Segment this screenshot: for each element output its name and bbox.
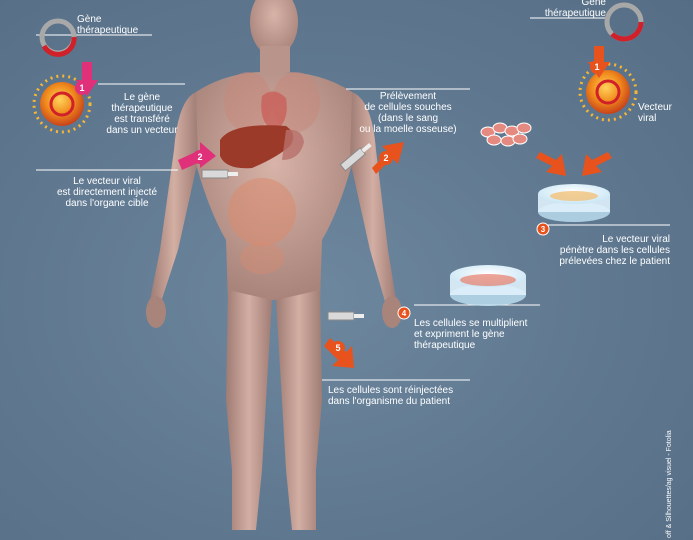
viral-vector-left-icon <box>32 74 92 134</box>
arrow-step3-right-icon <box>582 152 612 176</box>
gene-ring-left-icon <box>39 18 77 57</box>
petri-dish-step4-icon <box>450 265 526 306</box>
gene-label-left: Gène thérapeutique <box>77 14 139 36</box>
badge-step4: 4 <box>397 306 411 320</box>
human-body <box>146 0 402 530</box>
syringe-liver-icon <box>201 169 238 179</box>
stem-cells-icon <box>480 122 532 147</box>
badge-step2-right: 2 <box>379 151 393 165</box>
viral-vector-right-icon <box>578 62 638 122</box>
syringe-reinjection-icon <box>327 311 364 321</box>
svg-text:5: 5 <box>335 343 340 353</box>
syringe-arm-icon <box>339 143 372 172</box>
svg-text:1: 1 <box>594 62 599 72</box>
photo-credit: off & Silhouettes/ag visuel - Fotolia <box>666 430 673 538</box>
gene-label-right: Gène thérapeutique <box>544 0 606 19</box>
svg-text:4: 4 <box>402 309 407 318</box>
badge-step1-right: 1 <box>590 60 604 74</box>
svg-text:3: 3 <box>541 225 546 234</box>
gene-ring-right-icon <box>604 2 644 42</box>
svg-text:2: 2 <box>383 153 388 163</box>
petri-dish-step3-icon <box>538 184 610 222</box>
svg-text:1: 1 <box>79 83 84 93</box>
annotation-lines <box>36 17 670 381</box>
badge-step2-left: 2 <box>193 150 207 164</box>
badge-step1-left: 1 <box>75 81 89 95</box>
badge-step5: 5 <box>331 341 345 355</box>
badge-step3: 3 <box>536 222 550 236</box>
arrow-step3-left-icon <box>536 152 566 176</box>
svg-text:2: 2 <box>197 152 202 162</box>
